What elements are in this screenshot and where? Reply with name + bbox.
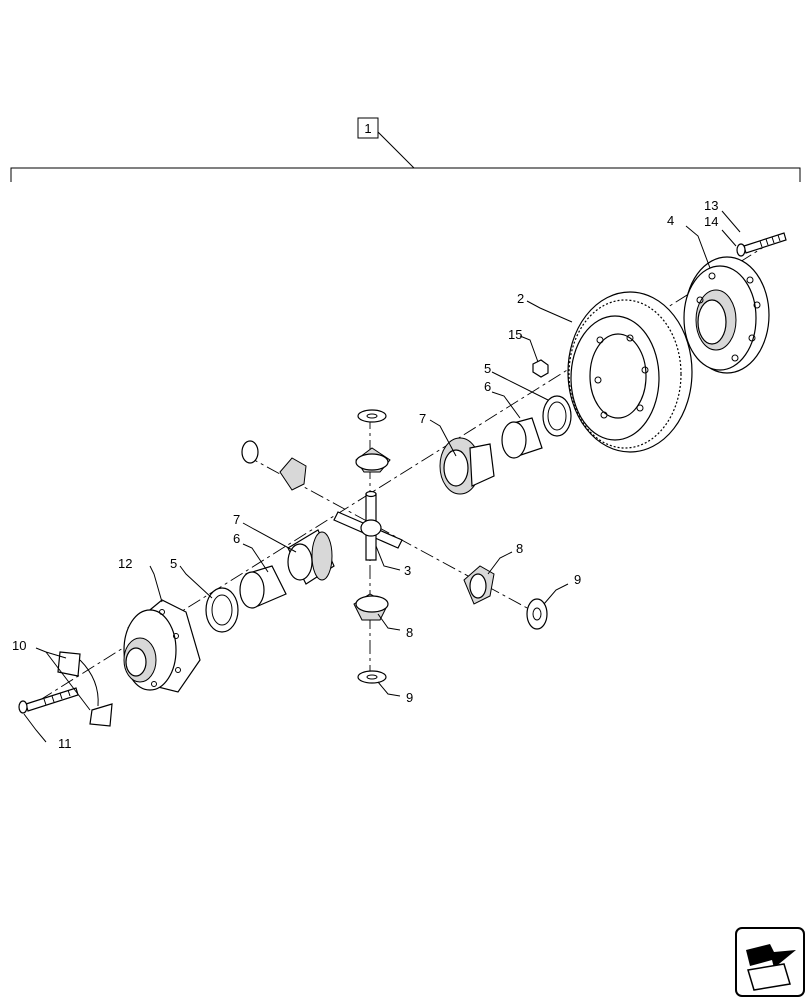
pinion-right (463, 565, 495, 605)
thrust-washer-small-right (526, 598, 548, 630)
case-half-left (123, 599, 201, 693)
callout-12: 12 (118, 556, 132, 571)
bushing-left (239, 565, 287, 609)
bolt-left (18, 687, 79, 714)
callout-9-right: 9 (574, 572, 581, 587)
pinion-top (355, 409, 391, 473)
callout-13: 13 (704, 198, 718, 213)
callout-8-right: 8 (516, 541, 523, 556)
callout-5-right: 5 (484, 361, 491, 376)
callout-5-left: 5 (170, 556, 177, 571)
callout-9-bottom: 9 (406, 690, 413, 705)
spider-cross (333, 490, 403, 561)
leader-lines (23, 210, 741, 743)
callout-7-right: 7 (419, 411, 426, 426)
callout-6-right: 6 (484, 379, 491, 394)
callout-7-left: 7 (233, 512, 240, 527)
callout-2: 2 (517, 291, 524, 306)
arrow-page-icon[interactable] (735, 927, 805, 997)
assembly-label: 1 (364, 121, 371, 136)
thrust-washer-small-bottom (357, 670, 387, 684)
side-gear-right (439, 437, 495, 495)
callout-10: 10 (12, 638, 26, 653)
pinion-bottom (353, 593, 389, 621)
callout-8-bottom: 8 (406, 625, 413, 640)
ring-gear (567, 291, 693, 453)
bushing-right (501, 417, 543, 459)
callout-6-left: 6 (233, 531, 240, 546)
side-gear-left (287, 529, 335, 585)
bolt-top (736, 232, 787, 257)
nut (532, 359, 549, 378)
thrust-washer-right (542, 395, 572, 437)
callout-11: 11 (58, 736, 72, 751)
pinion-back-left (241, 440, 307, 491)
assembly-bracket: 1 (10, 117, 801, 182)
callout-3: 3 (404, 563, 411, 578)
callout-15: 15 (508, 327, 522, 342)
callout-4: 4 (667, 213, 674, 228)
callout-14: 14 (704, 214, 718, 229)
callouts: 2 3 4 5 5 6 6 7 7 8 8 9 9 10 11 12 13 14… (12, 198, 718, 751)
case-half-right (683, 256, 770, 374)
thrust-washer-left (205, 587, 239, 633)
lock-plates (57, 651, 113, 727)
